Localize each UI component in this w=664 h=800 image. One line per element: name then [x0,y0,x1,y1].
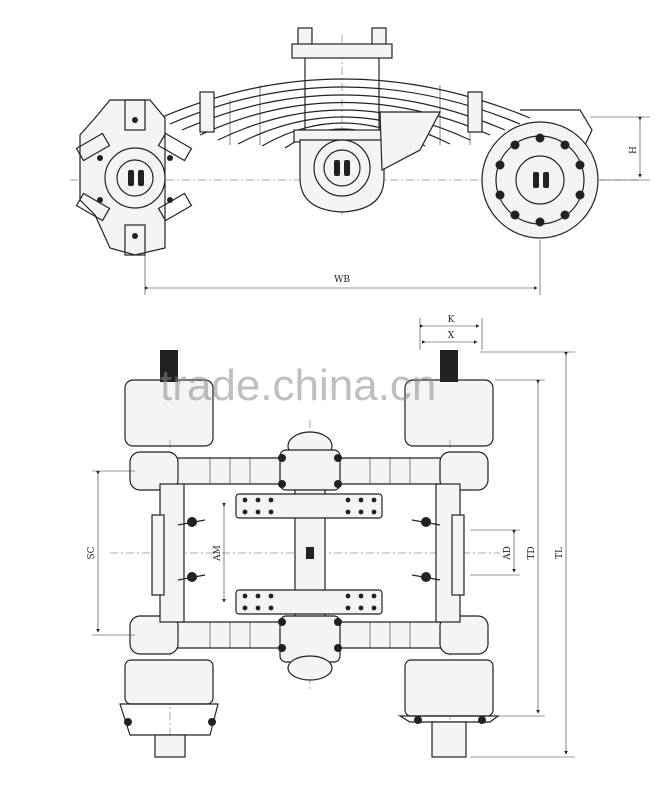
mounting-plate-upper [235,493,383,519]
dim-sc-label: SC [87,546,97,559]
dim-am-label: AM [213,545,223,562]
dim-tl-label: TL [555,547,565,559]
brake-levers [151,514,465,596]
dim-h-label: H [629,146,639,154]
air-bag-top-left [124,350,214,447]
top-view: K X [87,315,575,760]
left-hub [75,99,193,256]
spring-clip-left [199,91,215,133]
air-bag-bottom-left [119,659,219,758]
mounting-plate-lower [235,589,383,615]
u-bolts [291,27,393,143]
side-view: H WB [70,27,650,295]
right-hub [481,109,599,239]
dim-x-label: X [448,331,455,341]
trunnion-bracket [299,111,441,213]
spring-clip-right [467,91,483,133]
dim-ad-label: AD [503,546,513,561]
air-bag-bottom-right [397,659,500,758]
watermark: trade.china.cn [160,361,436,410]
watermark-text: trade.china.cn [160,361,436,410]
dim-td-label: TD [527,546,537,559]
dim-k-label: K [448,315,455,325]
axle-clamp-bolts [278,454,342,652]
air-bag-top-right [404,350,494,447]
center-cross-member [279,431,341,681]
dim-wb-label: WB [334,275,350,285]
